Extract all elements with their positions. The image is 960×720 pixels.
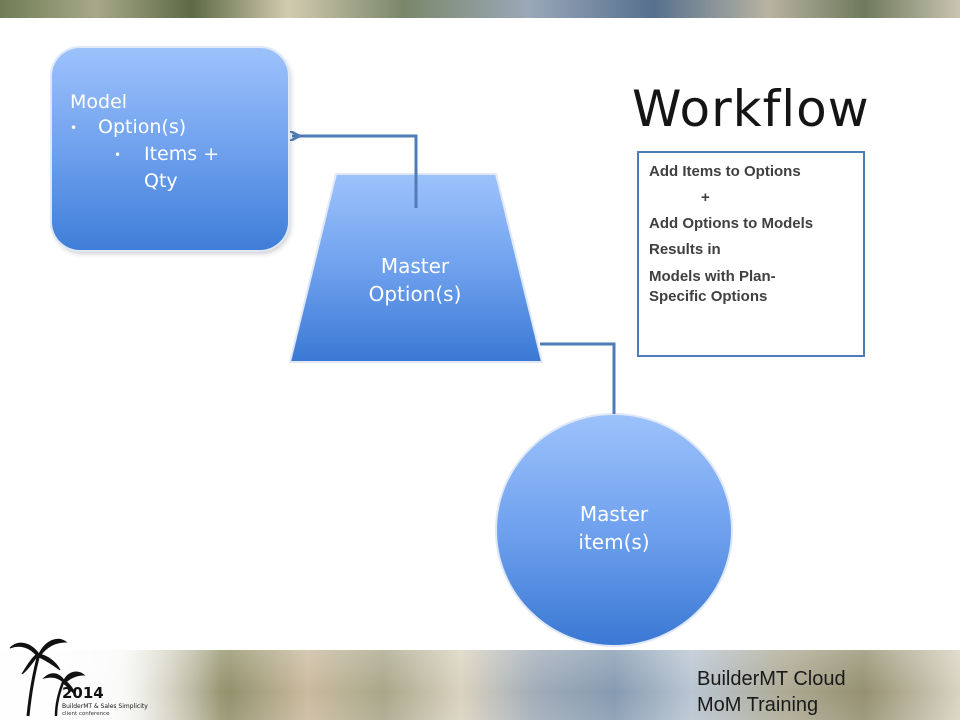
master-option-label-line1: Master bbox=[380, 254, 450, 278]
footer-line-1: BuilderMT Cloud bbox=[697, 668, 846, 690]
bullet-icon: • bbox=[70, 120, 78, 135]
bullet-icon: • bbox=[114, 147, 122, 162]
logo-line-1: BuilderMT & Sales Simplicity bbox=[62, 703, 148, 710]
notes-line-1: Add Items to Options bbox=[649, 163, 801, 180]
connector-item-to-option bbox=[540, 342, 616, 414]
palm-tree-icon bbox=[9, 638, 86, 717]
master-option-label: Master Option(s) bbox=[330, 252, 500, 308]
model-items-label: Items + Qty bbox=[144, 142, 220, 192]
notes-line-3: Add Options to Models bbox=[649, 215, 814, 232]
conference-logo: 2014 BuilderMT & Sales Simplicity client… bbox=[9, 638, 148, 717]
master-option-label-line2: Option(s) bbox=[368, 282, 462, 306]
master-item-label: Master item(s) bbox=[498, 500, 730, 556]
model-box: Model • Option(s) • Items + Qty bbox=[52, 48, 288, 250]
notes-line-4: Results in bbox=[649, 241, 721, 258]
connector-option-to-model bbox=[292, 136, 418, 208]
model-items-item: • Items + Qty bbox=[114, 141, 288, 195]
logo-line-2: client conference bbox=[62, 711, 110, 717]
master-option-shape bbox=[288, 173, 544, 363]
logo-year: 2014 bbox=[62, 684, 104, 702]
model-option-label: Option(s) bbox=[98, 116, 187, 138]
model-option-item: • Option(s) bbox=[70, 114, 288, 141]
model-title: Model bbox=[70, 91, 128, 113]
slide-title: Workflow bbox=[632, 80, 870, 138]
footer-line-2: MoM Training bbox=[697, 694, 819, 716]
master-item-label-line2: item(s) bbox=[578, 530, 650, 554]
master-item-label-line1: Master bbox=[579, 502, 649, 526]
notes-line-2: + bbox=[701, 189, 710, 206]
header-photo-strip bbox=[0, 0, 960, 18]
footer-text: BuilderMT Cloud MoM Training bbox=[697, 666, 846, 718]
notes-line-5: Models with Plan-Specific Options bbox=[649, 268, 776, 305]
notes-box: Add Items to Options + Add Options to Mo… bbox=[637, 151, 865, 357]
